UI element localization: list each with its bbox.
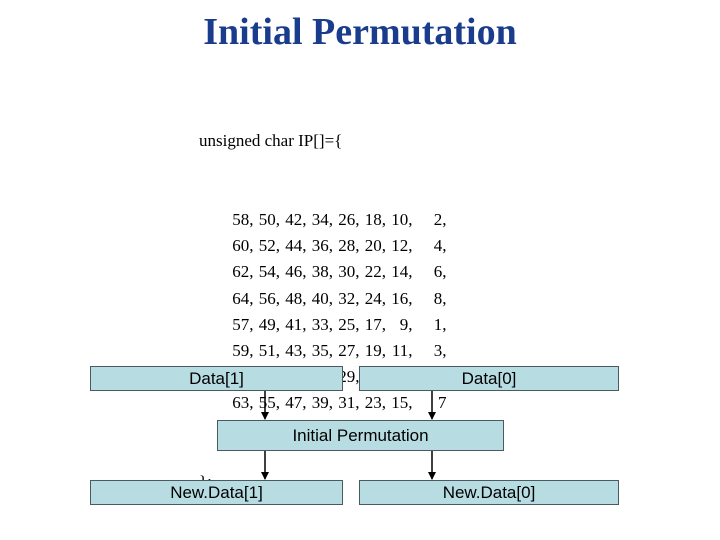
- ip-table-value: 8,: [433, 288, 447, 308]
- ip-table-value: 25,: [338, 314, 360, 334]
- ip-table-value: 63,: [232, 393, 254, 413]
- ip-table-code: unsigned char IP[]={ 58,50, 42,34, 26,18, 1…: [199, 76, 447, 521]
- new-data1-box: New.Data[1]: [90, 480, 343, 505]
- code-declaration: unsigned char IP[]={: [199, 131, 343, 151]
- ip-table-row: 64,56,48,40,32,24,16, 8,: [199, 286, 447, 312]
- ip-table-value: 20,: [364, 236, 386, 256]
- ip-table-row: 57,49,41,33,25,17, 9, 1,: [199, 312, 447, 338]
- ip-table-value: 29,: [338, 367, 360, 387]
- initial-permutation-box: Initial Permutation: [217, 420, 504, 451]
- ip-table-value: 43,: [285, 340, 307, 360]
- ip-table-row: 62,54,46,38,30,22,14, 6,: [199, 259, 447, 285]
- ip-table-value: 54,: [258, 262, 280, 282]
- ip-table-value: 46,: [285, 262, 307, 282]
- ip-table-value: 4,: [433, 236, 447, 256]
- ip-table-row: 58,50, 42,34, 26,18, 10, 2,: [199, 207, 447, 233]
- ip-table-row: 59,51,43,35,27,19,11, 3,: [199, 338, 447, 364]
- ip-table-value: 34,: [311, 210, 333, 229]
- ip-table-value: 47,: [285, 393, 307, 413]
- ip-table-value: 18,: [364, 210, 386, 229]
- ip-table-value: 12,: [391, 236, 413, 256]
- ip-table-value: 22,: [364, 262, 386, 282]
- ip-table-value: 30,: [338, 262, 360, 282]
- ip-table-value: 56,: [258, 288, 280, 308]
- ip-table-value: 2,: [433, 210, 447, 229]
- ip-table-value: 60,: [232, 236, 254, 256]
- data1-box: Data[1]: [90, 366, 343, 391]
- ip-table-value: 40,: [311, 288, 333, 308]
- ip-table-value: 38,: [311, 262, 333, 282]
- ip-table-value: 15,: [391, 393, 413, 413]
- ip-table-value: 64,: [232, 288, 254, 308]
- ip-table-value: 17,: [364, 314, 386, 334]
- ip-table-value: 9,: [399, 314, 413, 334]
- ip-table-value: 16,: [391, 288, 413, 308]
- data0-box: Data[0]: [359, 366, 619, 391]
- ip-table-row: 63,55,47,39,31,23,15, 7: [199, 390, 447, 416]
- ip-table-value: 42,: [285, 210, 307, 229]
- ip-table-value: 57,: [232, 314, 254, 334]
- new-data0-box: New.Data[0]: [359, 480, 619, 505]
- ip-table-value: 58,: [232, 210, 254, 229]
- ip-table-value: 41,: [285, 314, 307, 334]
- ip-table-value: 6,: [433, 262, 447, 282]
- ip-table-value: 55,: [258, 393, 280, 413]
- ip-table-value: 36,: [311, 236, 333, 256]
- ip-table-value: 3,: [433, 340, 447, 360]
- ip-table-value: 28,: [338, 236, 360, 256]
- ip-table-value: 49,: [258, 314, 280, 334]
- ip-table-value: 48,: [285, 288, 307, 308]
- ip-table-value: 26,: [338, 210, 360, 229]
- ip-table-value: 32,: [338, 288, 360, 308]
- ip-table-value: 52,: [258, 236, 280, 256]
- ip-table-value: 51,: [258, 340, 280, 360]
- page-title: Initial Permutation: [203, 11, 517, 53]
- ip-table-rows: 58,50, 42,34, 26,18, 10, 2, 60,52,44,36,28,20…: [199, 207, 447, 417]
- ip-table-value: 44,: [285, 236, 307, 256]
- ip-table-row: 60,52,44,36,28,20,12, 4,: [199, 233, 447, 259]
- ip-table-value: 31,: [338, 393, 360, 413]
- ip-table-value: 10,: [391, 210, 413, 229]
- ip-table-value: 59,: [232, 340, 254, 360]
- ip-table-value: 62,: [232, 262, 254, 282]
- ip-table-value: 24,: [364, 288, 386, 308]
- ip-table-value: 7: [438, 393, 447, 413]
- ip-table-value: 33,: [311, 314, 333, 334]
- ip-table-value: 39,: [311, 393, 333, 413]
- ip-table-value: 1,: [433, 314, 447, 334]
- ip-table-value: 27,: [338, 340, 360, 360]
- ip-table-value: 35,: [311, 340, 333, 360]
- ip-table-value: 19,: [364, 340, 386, 360]
- ip-table-value: 14,: [391, 262, 413, 282]
- ip-table-value: 50,: [258, 210, 280, 229]
- ip-table-value: 23,: [364, 393, 386, 413]
- ip-table-value: 11,: [391, 340, 413, 360]
